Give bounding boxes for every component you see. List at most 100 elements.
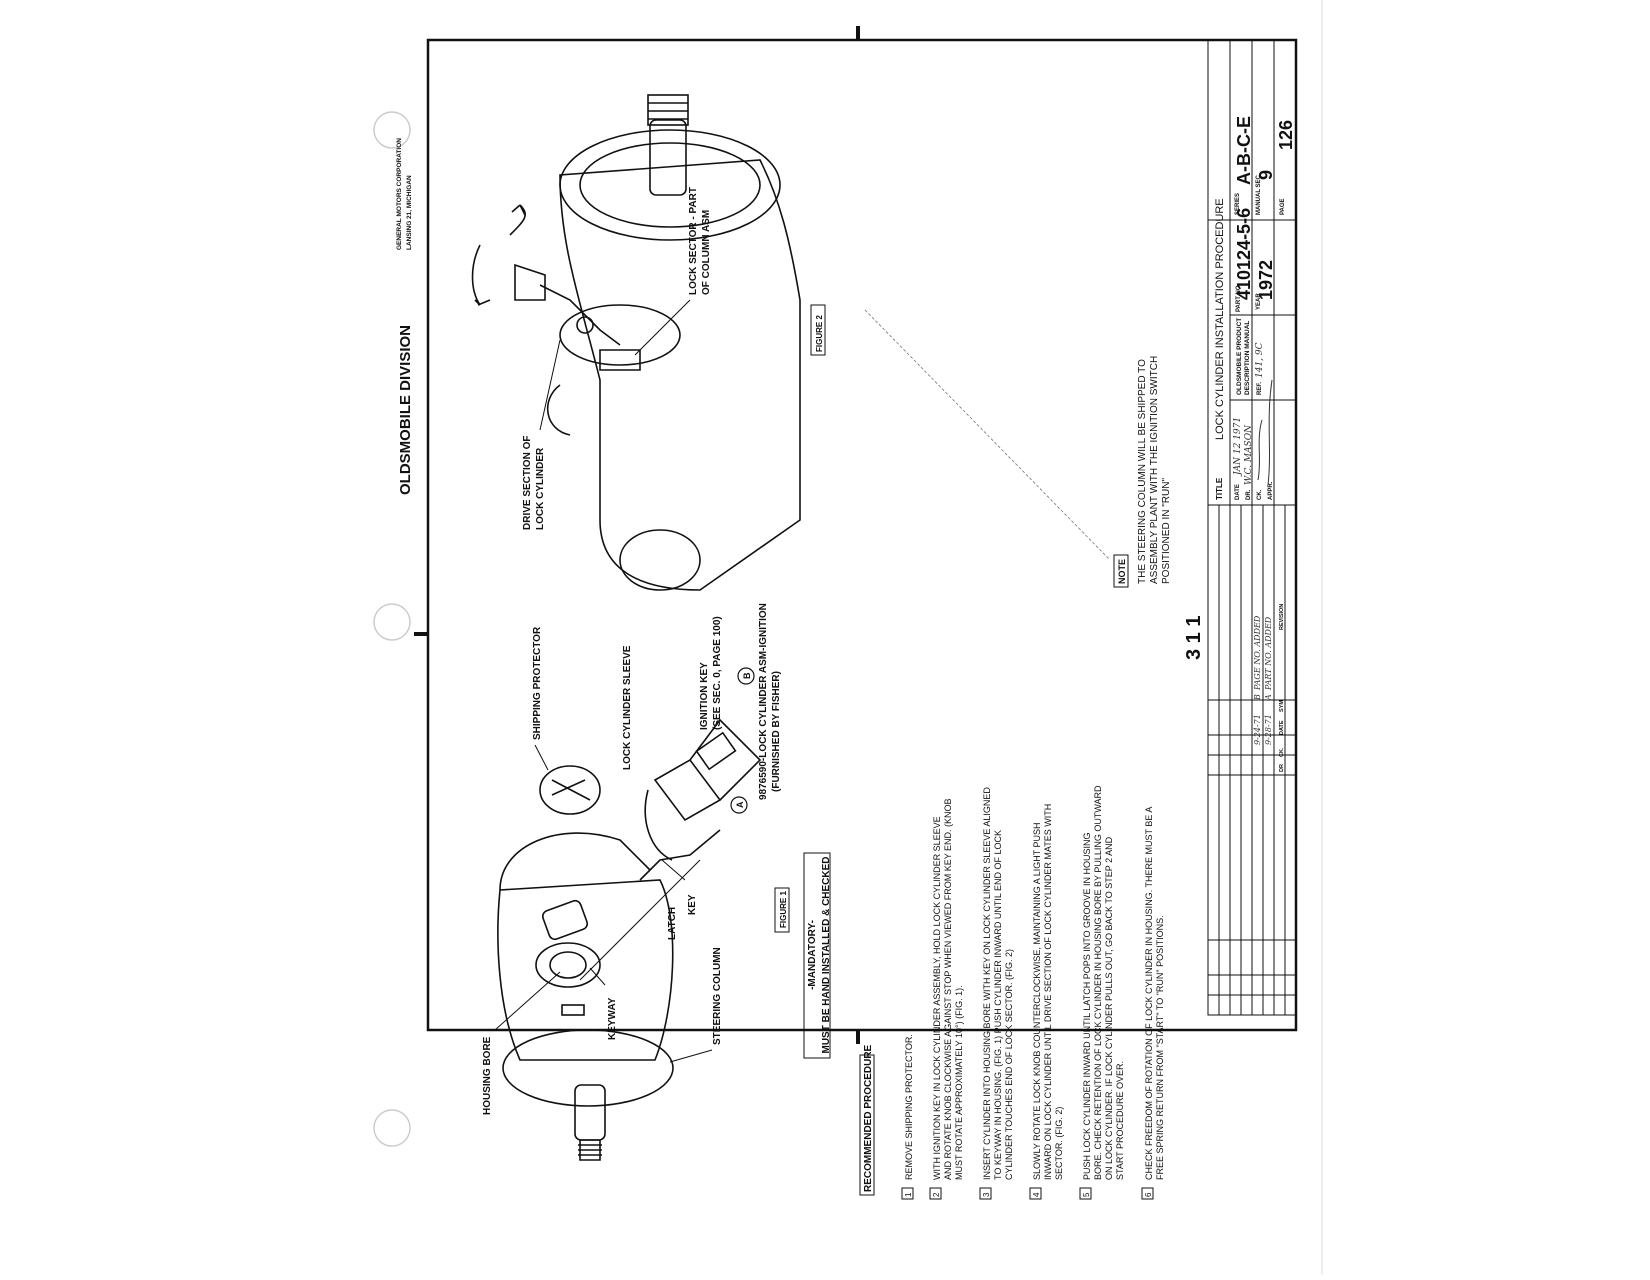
title-block: [1207, 39, 1297, 1016]
step-number-box: [979, 1187, 992, 1200]
step-2-line: WITH IGNITION KEY IN LOCK CYLINDER ASSEM…: [932, 816, 942, 1180]
step-4-line: INWARD ON LOCK CYLINDER UNTIL DRIVE SECT…: [1043, 804, 1053, 1180]
step-number-box: [1029, 1187, 1042, 1200]
label-housing-bore: HOUSING BORE: [482, 1036, 493, 1115]
pencil-diagonal: [864, 309, 1111, 561]
dr-value: W.C. MASON: [1244, 424, 1254, 485]
revision-header: CK.: [1279, 747, 1285, 757]
manual-sec-label: MANUAL SEC.: [1256, 173, 1262, 215]
label-ignition-key: IGNITION KEY: [699, 662, 710, 730]
marker-a-text: A: [735, 801, 745, 808]
step-5-line: PUSH LOCK CYLINDER INWARD UNTIL LATCH PO…: [1082, 832, 1092, 1180]
column-shaft: [574, 1084, 606, 1141]
step-4-number: 4: [1032, 1192, 1041, 1197]
revision-symbol: A: [1264, 694, 1273, 701]
figure-1-illustration: [497, 718, 762, 1161]
step-4-line: SLOWLY ROTATE LOCK KNOB COUNTERCLOCKWISE…: [1032, 822, 1042, 1180]
revision-header: DATE: [1279, 720, 1285, 735]
lock-sector: [599, 349, 641, 371]
series-value: A-B-C-E: [1234, 116, 1254, 185]
label-drive-section-2: LOCK CYLINDER: [535, 447, 546, 530]
revision-date: 9-28-71: [1264, 714, 1273, 745]
part-number: 410124-5-6: [1234, 208, 1254, 300]
drive-section: [539, 284, 621, 346]
part-no-label: PART NO.: [1236, 283, 1242, 312]
note-line: THE STEERING COLUMN WILL BE SHIPPED TO: [1137, 359, 1148, 584]
page-stamp: 3 1 1: [1183, 616, 1205, 660]
ref-value: 141, 9C: [1255, 342, 1265, 378]
marker-a: [730, 796, 748, 814]
signatures: [1257, 379, 1273, 486]
revision-header: REVISION: [1279, 604, 1285, 630]
label-ignition-key-ref: (SEE SEC. 0, PAGE 100): [712, 616, 723, 730]
step-5-line: START PROCEDURE OVER.: [1115, 1061, 1125, 1180]
figure-2-caption: FIGURE 2: [815, 315, 824, 352]
step-1-number: 1: [904, 1192, 913, 1197]
step-1-line: REMOVE SHIPPING PROTECTOR.: [904, 1034, 914, 1180]
mandatory-box: [803, 852, 831, 1059]
label-part-number: 9876590-LOCK CYLINDER ASM-IGNITION: [758, 603, 769, 800]
corporation-city: LANSING 21, MICHIGAN: [406, 175, 413, 250]
revision-header: SYM: [1279, 700, 1285, 712]
rotation-arrow-right: [509, 204, 526, 236]
date-value: JAN 12 1971: [1233, 417, 1243, 477]
label-lock-cylinder-sleeve: LOCK CYLINDER SLEEVE: [622, 645, 633, 770]
step-6-line: CHECK FREEDOM OF ROTATION OF LOCK CYLIND…: [1144, 807, 1154, 1180]
ignition-key-head: [689, 718, 762, 801]
step-3-line: TO KEYWAY IN HOUSING. (FIG. 1) PUSH CYLI…: [993, 830, 1003, 1180]
step-number-box: [929, 1187, 942, 1200]
step-number-box: [1141, 1187, 1154, 1200]
corporation-name: GENERAL MOTORS CORPORATION: [396, 138, 403, 250]
note-label: NOTE: [1117, 559, 1127, 584]
label-drive-section-1: DRIVE SECTION OF: [522, 436, 533, 530]
title-label: TITLE: [1215, 477, 1224, 500]
latch: [644, 789, 673, 861]
label-latch: LATCH: [667, 907, 678, 940]
step-3-line: CYLINDER TOUCHES END OF LOCK SECTOR. (FI…: [1004, 949, 1014, 1180]
mandatory-text: MUST BE HAND INSTALLED & CHECKED: [821, 856, 832, 1053]
product-line2: DESCRIPTION MANUAL: [1244, 321, 1251, 395]
column-housing: [559, 159, 801, 591]
title-text: LOCK CYLINDER INSTALLATION PROCEDURE: [1214, 198, 1226, 440]
figure-1-caption: FIGURE 1: [779, 891, 788, 928]
note-line: ASSEMBLY PLANT WITH THE IGNITION SWITCH: [1149, 356, 1160, 584]
shaft-thread-top: [647, 94, 689, 126]
step-3-number: 3: [982, 1192, 991, 1197]
revision-symbol: B: [1253, 694, 1262, 701]
step-6-number: 6: [1144, 1192, 1153, 1197]
revision-header: DR: [1279, 764, 1285, 772]
label-steering-column: STEERING COLUMN: [712, 947, 723, 1045]
lock-bore-cutaway: [559, 304, 681, 366]
page-value: 126: [1276, 120, 1296, 150]
ck-label: CK.: [1257, 489, 1263, 500]
step-5-number: 5: [1082, 1192, 1091, 1197]
step-number-box: [1079, 1187, 1092, 1200]
procedure-heading-box: [859, 1054, 875, 1196]
cylinder-knob: [514, 263, 546, 301]
revision-text: PAGE NO. ADDED: [1253, 615, 1262, 691]
step-2-number: 2: [932, 1192, 941, 1197]
step-2-line: MUST ROTATE APPROXIMATELY 10°) (FIG. 1).: [954, 985, 964, 1180]
figure-2-caption-box: [810, 304, 826, 356]
binder-hole: [373, 603, 411, 641]
division-name: OLDSMOBILE DIVISION: [397, 325, 414, 495]
step-number-box: [901, 1187, 914, 1200]
label-keyway: KEYWAY: [607, 997, 618, 1040]
figure-2-illustration: [471, 94, 801, 591]
marker-b: [737, 667, 755, 685]
housing-bottom-opening: [619, 529, 701, 591]
note-line: POSITIONED IN "RUN": [1161, 478, 1172, 584]
figure-1-caption-box: [774, 887, 790, 933]
label-lock-sector-1: LOCK SECTOR - PART: [688, 187, 699, 295]
insertion-line: [579, 859, 701, 981]
procedure-heading: RECOMMENDED PROCEDURE: [863, 1044, 874, 1192]
marker-b-text: B: [742, 672, 752, 679]
rotation-arrow-left: [471, 244, 491, 306]
manual-sec-value: 9: [1256, 170, 1276, 180]
step-3-line: INSERT CYLINDER INTO HOUSING BORE WITH K…: [982, 787, 992, 1180]
product-line1: OLDSMOBILE PRODUCT: [1236, 318, 1243, 395]
column-shaft-top: [649, 119, 687, 196]
series-label: SERIES: [1235, 193, 1241, 215]
column-top: [499, 832, 651, 891]
